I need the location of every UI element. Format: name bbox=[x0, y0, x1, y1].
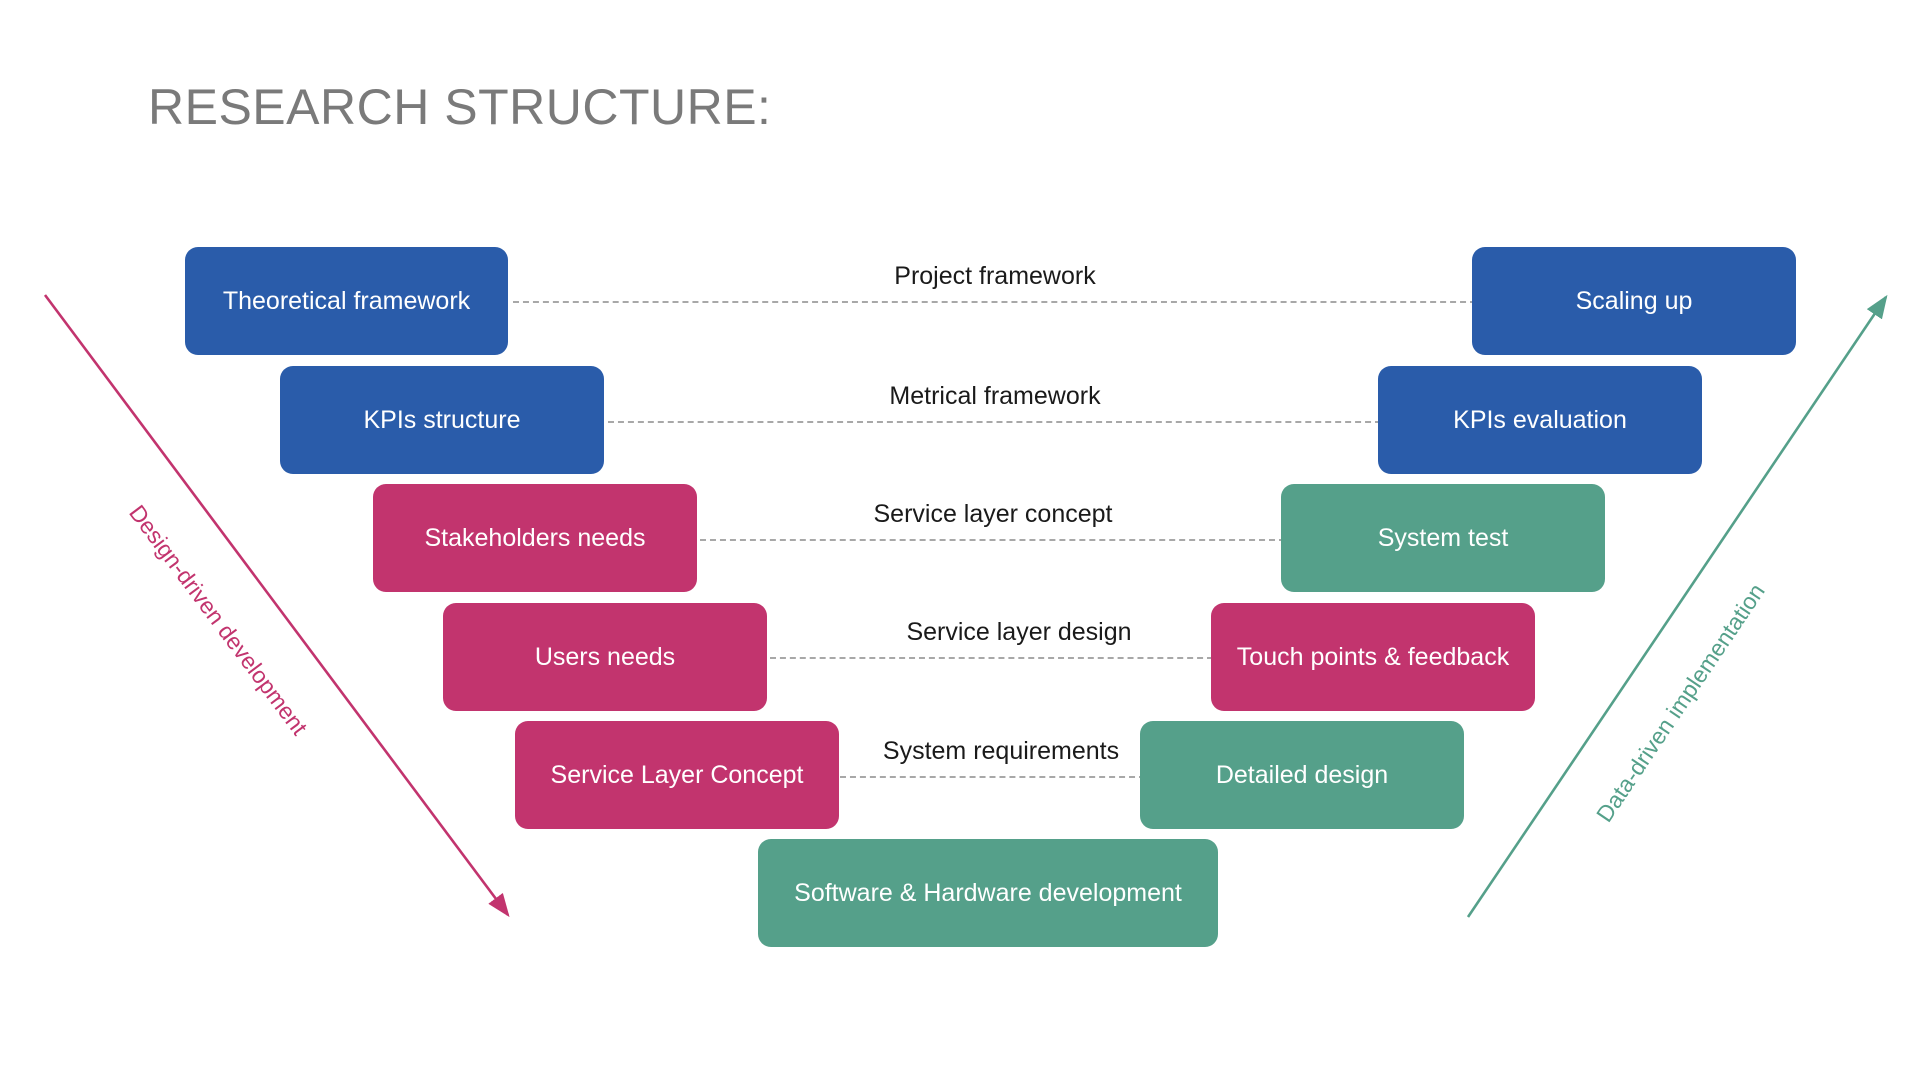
stage-box-service-layer-concept[interactable]: Service Layer Concept bbox=[515, 721, 839, 829]
connector-row-1 bbox=[513, 301, 1476, 303]
connector-row-5 bbox=[840, 776, 1145, 778]
connector-row-3 bbox=[700, 539, 1285, 541]
axis-label-design-driven: Design-driven development bbox=[124, 500, 313, 740]
stage-box-detailed-design[interactable]: Detailed design bbox=[1140, 721, 1464, 829]
connector-row-4 bbox=[770, 657, 1213, 659]
stage-box-kpis-structure[interactable]: KPIs structure bbox=[280, 366, 604, 474]
stage-box-users-needs[interactable]: Users needs bbox=[443, 603, 767, 711]
stage-box-software-hardware-development[interactable]: Software & Hardware development bbox=[758, 839, 1218, 947]
axis-label-data-driven: Data-driven implementation bbox=[1591, 578, 1770, 827]
middle-label-3: Service layer concept bbox=[873, 500, 1113, 528]
stage-box-scaling-up[interactable]: Scaling up bbox=[1472, 247, 1796, 355]
stage-box-touch-points-feedback[interactable]: Touch points & feedback bbox=[1211, 603, 1535, 711]
middle-label-1: Project framework bbox=[894, 262, 1096, 290]
page-title: RESEARCH STRUCTURE: bbox=[148, 79, 772, 135]
middle-label-2: Metrical framework bbox=[889, 382, 1101, 410]
middle-label-5: System requirements bbox=[882, 737, 1120, 765]
stage-box-stakeholders-needs[interactable]: Stakeholders needs bbox=[373, 484, 697, 592]
stage-box-kpis-evaluation[interactable]: KPIs evaluation bbox=[1378, 366, 1702, 474]
connector-row-2 bbox=[608, 421, 1381, 423]
stage-box-theoretical-framework[interactable]: Theoretical framework bbox=[185, 247, 508, 355]
middle-label-4: Service layer design bbox=[906, 618, 1132, 646]
stage-box-system-test[interactable]: System test bbox=[1281, 484, 1605, 592]
